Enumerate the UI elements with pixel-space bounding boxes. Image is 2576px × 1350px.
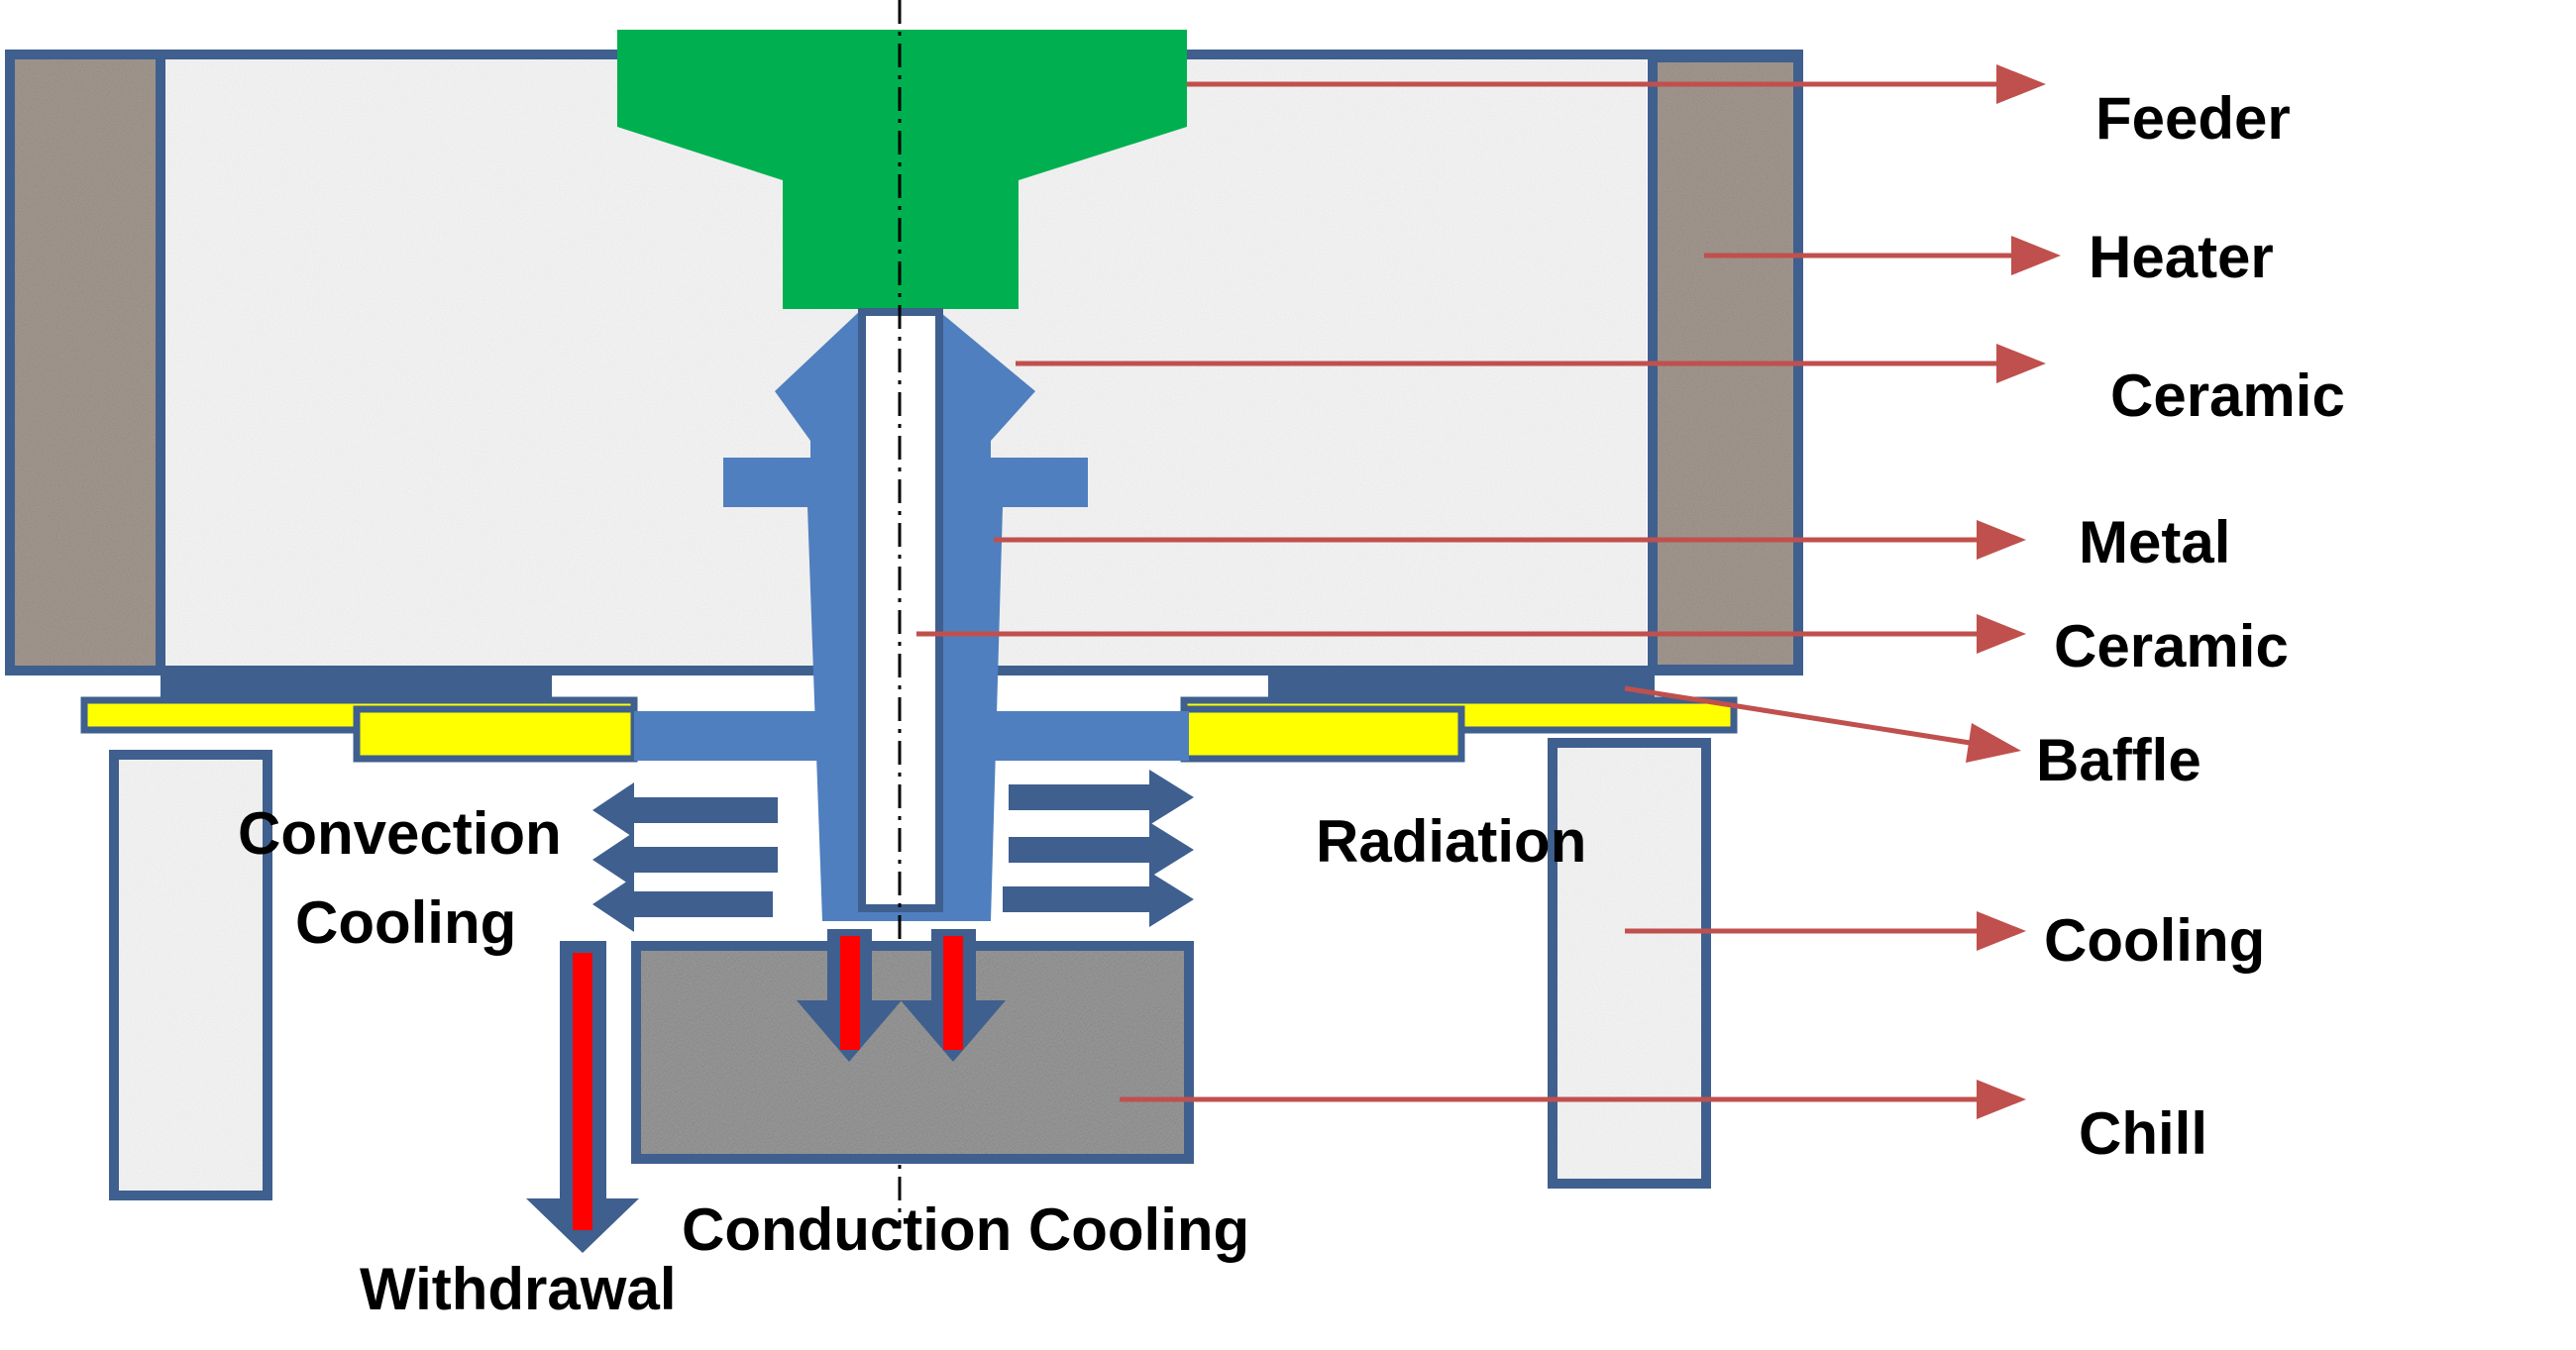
heater-left	[5, 50, 165, 675]
label-conduction-cooling: Conduction Cooling	[682, 1196, 1249, 1263]
leader-ceramic-top-head	[1996, 344, 2046, 383]
label-ceramic-core: Ceramic	[2054, 613, 2289, 679]
leader-ceramic-core-head	[1977, 614, 2026, 654]
label-metal: Metal	[2079, 509, 2230, 575]
leader-metal-head	[1977, 520, 2026, 560]
chill-plate	[631, 941, 1194, 1164]
label-cooling: Cooling	[2044, 907, 2265, 974]
conduction-arrow-right	[901, 929, 1006, 1062]
leader-lines	[916, 64, 2061, 1119]
convection-arrows	[592, 782, 778, 932]
cooling-column-right	[1548, 738, 1711, 1189]
leader-cooling-head	[1977, 911, 2026, 951]
leader-feeder-head	[1996, 64, 2046, 104]
leader-chill-head	[1977, 1080, 2026, 1119]
label-ceramic-top: Ceramic	[2110, 363, 2345, 429]
label-chill: Chill	[2079, 1100, 2207, 1167]
label-baffle: Baffle	[2036, 727, 2201, 793]
conduction-arrow-left	[797, 929, 902, 1062]
label-withdrawal: Withdrawal	[360, 1256, 676, 1322]
withdrawal-arrow	[526, 941, 639, 1253]
labels: Feeder Heater Ceramic Metal Ceramic Baff…	[238, 85, 2345, 1322]
cooling-column-left	[109, 750, 272, 1200]
label-radiation: Radiation	[1316, 808, 1586, 875]
leader-baffle	[1624, 685, 2002, 751]
label-heater: Heater	[2089, 224, 2274, 290]
label-convection-cooling: Cooling	[295, 889, 516, 956]
feeder	[617, 30, 1187, 309]
leader-baffle-head	[1966, 723, 2021, 763]
radiation-arrows	[1003, 770, 1194, 927]
label-feeder: Feeder	[2095, 85, 2291, 152]
label-convection: Convection	[238, 800, 562, 867]
leader-heater-head	[2011, 236, 2061, 275]
